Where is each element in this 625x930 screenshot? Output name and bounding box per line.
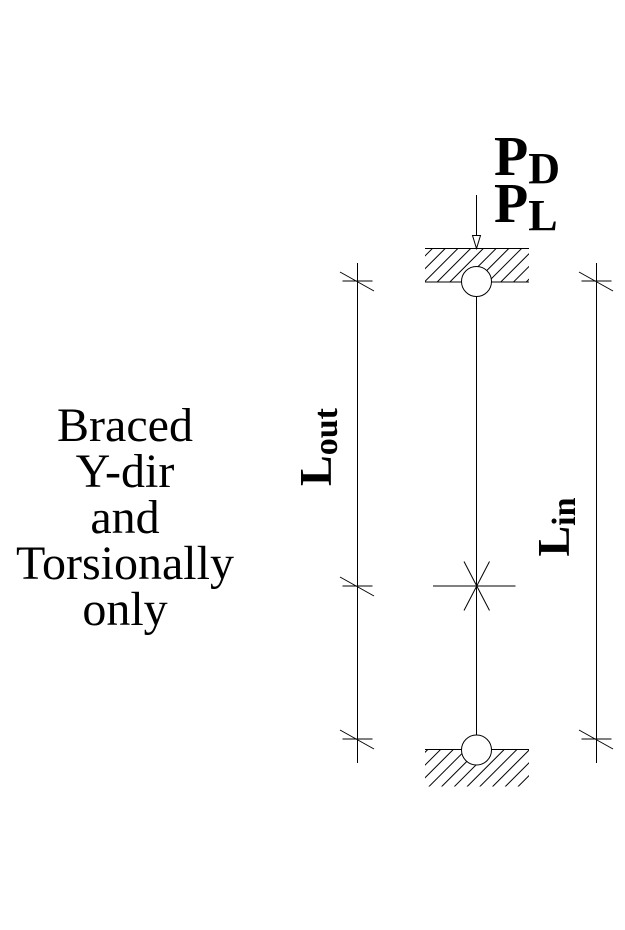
load-labels: PD PL bbox=[494, 129, 560, 238]
load-label-main: P bbox=[494, 173, 529, 235]
load-label-main: P bbox=[494, 126, 529, 188]
mid-brace-marker-icon bbox=[433, 561, 516, 611]
annotation-line: Torsionally bbox=[16, 537, 234, 590]
annotation-line: and bbox=[90, 491, 160, 544]
dim-label-subscript: out bbox=[308, 408, 345, 456]
dim-tick-icon bbox=[578, 271, 614, 292]
dimension-label-lin: Lin bbox=[528, 497, 583, 557]
dim-label-subscript: in bbox=[546, 497, 583, 526]
load-label-live: PL bbox=[494, 176, 560, 238]
dim-tick-icon bbox=[339, 271, 375, 292]
load-arrow-icon bbox=[471, 195, 482, 251]
dim-label-main: L bbox=[290, 455, 341, 486]
dimension-label-lout: Lout bbox=[290, 408, 345, 486]
dim-tick-icon bbox=[339, 729, 375, 750]
bottom-pin-circle bbox=[461, 734, 492, 766]
dim-label-main: L bbox=[528, 525, 579, 557]
annotation-line: only bbox=[82, 583, 168, 636]
annotation-line: Y-dir bbox=[75, 445, 175, 498]
load-label-dead: PD bbox=[494, 129, 560, 191]
dim-tick-icon bbox=[578, 729, 614, 750]
annotation-line: Braced bbox=[57, 399, 193, 452]
dimension-line-lout bbox=[339, 263, 375, 763]
dimension-line-lin bbox=[578, 263, 614, 763]
bracing-annotation: Braced Y-dir and Torsionally only bbox=[0, 399, 250, 636]
dim-tick-icon bbox=[339, 576, 375, 597]
load-label-subscript: D bbox=[528, 144, 560, 193]
load-label-subscript: L bbox=[528, 191, 558, 240]
top-pin-circle bbox=[461, 266, 492, 297]
